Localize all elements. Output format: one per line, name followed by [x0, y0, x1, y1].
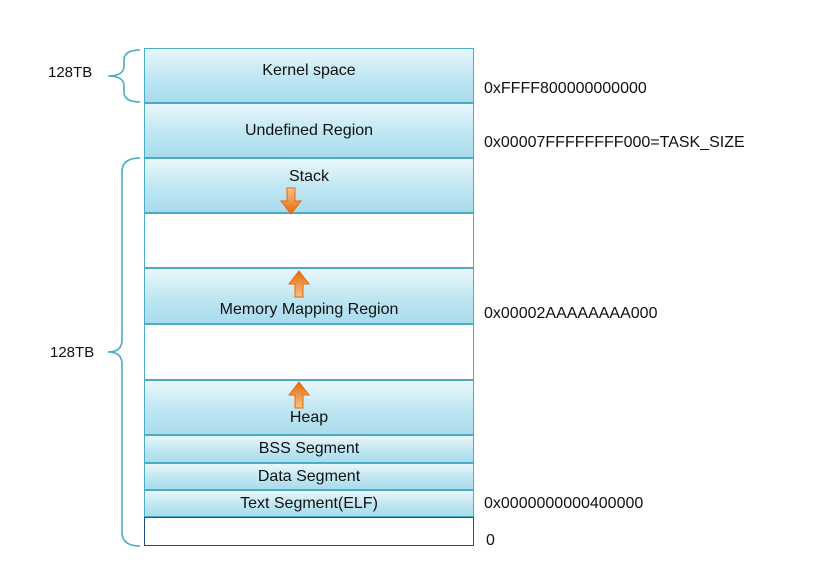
stack-segment: Stack [144, 158, 474, 213]
text-segment: Text Segment(ELF) [144, 490, 474, 517]
task-size-address: 0x00007FFFFFFFF000=TASK_SIZE [484, 134, 745, 151]
mmap-base-address: 0x00002AAAAAAAA000 [484, 305, 658, 322]
text-label: Text Segment(ELF) [240, 495, 378, 512]
heap-label: Heap [289, 409, 329, 426]
bss-label: BSS Segment [258, 440, 360, 457]
data-segment: Data Segment [144, 463, 474, 490]
stack-label: Stack [288, 168, 329, 185]
data-label: Data Segment [257, 468, 361, 485]
kernel-space-label: Kernel space [262, 62, 356, 79]
user-size-label: 128TB [50, 344, 95, 361]
memory-mapping-segment: Memory Mapping Region [144, 268, 474, 324]
memory-mapping-label: Memory Mapping Region [219, 301, 399, 318]
stack-gap-segment [144, 213, 474, 268]
undefined-region-label: Undefined Region [244, 122, 374, 139]
user-brace [107, 157, 141, 547]
heap-segment: Heap [144, 380, 474, 435]
bottom-reserved-segment [144, 517, 474, 546]
bss-segment: BSS Segment [144, 435, 474, 463]
kernel-brace [107, 49, 141, 103]
kernel-space-segment: Kernel space [144, 48, 474, 103]
up-arrow-icon [288, 381, 310, 409]
up-arrow-icon [288, 270, 310, 298]
zero-address: 0 [486, 532, 495, 549]
kernel-start-address: 0xFFFF800000000000 [484, 80, 647, 97]
kernel-size-label: 128TB [48, 64, 93, 81]
text-start-address: 0x0000000000400000 [484, 495, 644, 512]
undefined-region-segment: Undefined Region [144, 103, 474, 158]
down-arrow-icon [280, 187, 302, 215]
heap-gap-segment [144, 324, 474, 380]
